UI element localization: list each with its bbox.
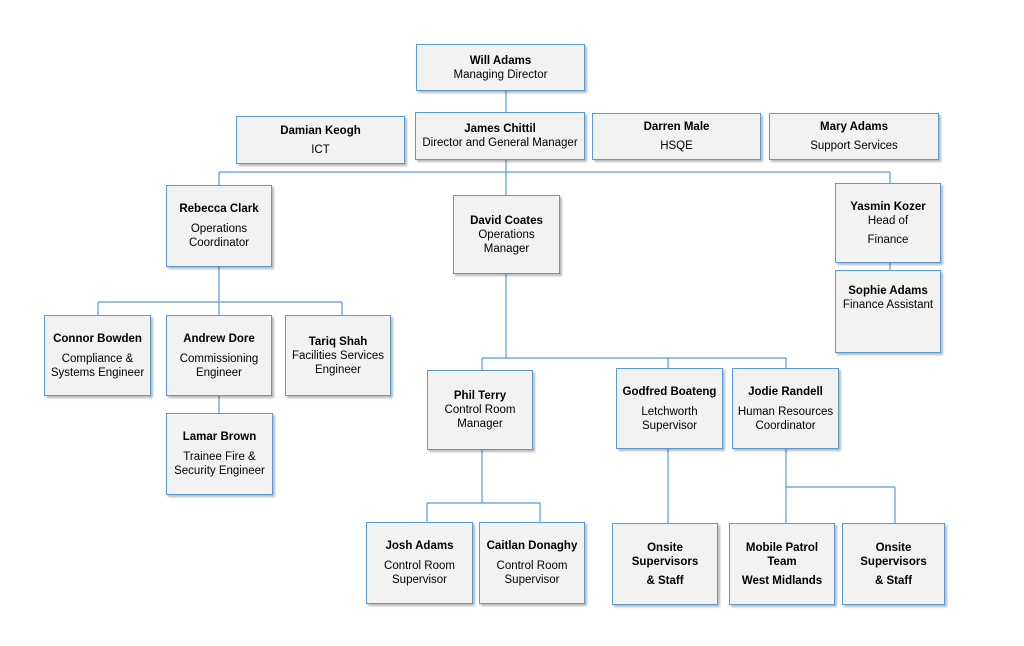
node-title-line-1: Commissioning <box>179 352 259 365</box>
node-title: Managing Director <box>453 68 548 81</box>
node-title-line-1: Control Room <box>496 560 568 572</box>
node-name: Darren Male <box>643 121 710 133</box>
org-node-connor-bowden: Connor Bowden Compliance & Systems Engin… <box>44 315 151 396</box>
org-node-james-chittil: James Chittil Director and General Manag… <box>415 112 585 160</box>
node-name: Yasmin Kozer <box>850 200 926 213</box>
node-title-line-2: Engineer <box>314 363 362 376</box>
org-node-darren-male: Darren Male HSQE <box>592 113 761 160</box>
org-node-onsite-supervisors-hr: Onsite Supervisors & Staff <box>842 523 945 605</box>
node-title-line-2: Manager <box>483 242 530 255</box>
node-title-line-1: Head of <box>867 214 909 227</box>
node-title-line-1: Human Resources <box>737 405 834 418</box>
org-node-will-adams: Will Adams Managing Director <box>416 44 585 91</box>
node-name: Lamar Brown <box>182 431 257 443</box>
node-name: Mobile Patrol <box>745 541 819 554</box>
node-name: Connor Bowden <box>53 332 142 345</box>
org-node-yasmin-kozer: Yasmin Kozer Head of Finance <box>835 183 941 263</box>
node-name: Godfred Boateng <box>622 385 717 398</box>
node-name: Jodie Randell <box>748 385 823 398</box>
org-node-andrew-dore: Andrew Dore Commissioning Engineer <box>166 315 272 396</box>
node-name: David Coates <box>470 214 543 227</box>
node-title-line-2: Supervisor <box>392 574 447 586</box>
node-title-line-1: Compliance & <box>61 352 134 365</box>
node-title-line-2: & Staff <box>646 574 684 587</box>
node-name: James Chittil <box>464 123 536 135</box>
node-title-line-1: Operations <box>190 223 248 235</box>
node-title: Finance Assistant <box>842 299 934 311</box>
node-name: Phil Terry <box>453 390 507 402</box>
node-title-line-2: & Staff <box>874 574 913 587</box>
org-node-caitlan-donaghy: Caitlan Donaghy Control Room Supervisor <box>479 522 585 604</box>
node-name: Josh Adams <box>385 540 454 552</box>
org-node-tariq-shah: Tariq Shah Facilities Services Engineer <box>285 315 391 396</box>
org-node-lamar-brown: Lamar Brown Trainee Fire & Security Engi… <box>166 413 273 495</box>
org-node-sophie-adams: Sophie Adams Finance Assistant <box>835 270 941 353</box>
node-title-line-1: Supervisors <box>631 555 699 568</box>
node-name: Mary Adams <box>820 121 888 133</box>
node-title-line-2: Supervisor <box>642 419 697 432</box>
org-node-mobile-patrol-team: Mobile Patrol Team West Midlands <box>729 523 835 605</box>
node-title: Support Services <box>810 140 898 152</box>
node-title: ICT <box>311 143 330 156</box>
node-name: Onsite <box>647 541 683 554</box>
node-name: Tariq Shah <box>308 335 368 348</box>
node-title-line-1: Team <box>767 555 797 568</box>
node-title-line-1: Facilities Services <box>291 349 385 362</box>
node-name: Sophie Adams <box>848 285 928 297</box>
node-name: Onsite <box>875 541 912 554</box>
org-node-damian-keogh: Damian Keogh ICT <box>236 116 405 164</box>
node-title-line-2: Coordinator <box>755 419 816 432</box>
node-name: Will Adams <box>469 54 532 67</box>
node-title: HSQE <box>660 140 693 152</box>
node-name: Caitlan Donaghy <box>486 540 578 552</box>
node-title: Director and General Manager <box>422 137 578 149</box>
node-title-line-2: Coordinator <box>188 237 250 249</box>
org-node-mary-adams: Mary Adams Support Services <box>769 113 939 160</box>
node-title-line-2: Finance <box>867 233 909 246</box>
node-title-line-1: Control Room <box>444 404 516 416</box>
node-name: Andrew Dore <box>183 332 255 345</box>
node-title-line-2: Security Engineer <box>174 465 265 477</box>
node-title-line-2: West Midlands <box>741 574 823 587</box>
node-name: Damian Keogh <box>280 124 361 137</box>
org-node-jodie-randell: Jodie Randell Human Resources Coordinato… <box>732 368 839 449</box>
node-title-line-1: Letchworth <box>641 405 698 418</box>
org-node-onsite-supervisors-letchworth: Onsite Supervisors & Staff <box>612 523 718 605</box>
node-title-line-2: Systems Engineer <box>50 366 145 379</box>
org-node-rebecca-clark: Rebecca Clark Operations Coordinator <box>166 185 272 267</box>
org-node-phil-terry: Phil Terry Control Room Manager <box>427 370 533 450</box>
org-node-godfred-boateng: Godfred Boateng Letchworth Supervisor <box>616 368 723 449</box>
node-title-line-1: Operations <box>478 228 535 241</box>
node-title-line-2: Supervisor <box>504 574 560 586</box>
node-title-line-2: Manager <box>457 418 503 430</box>
org-node-josh-adams: Josh Adams Control Room Supervisor <box>366 522 473 604</box>
node-title-line-1: Control Room <box>384 560 455 572</box>
node-title-line-1: Supervisors <box>860 555 927 568</box>
node-title-line-1: Trainee Fire & <box>183 451 256 463</box>
org-node-david-coates: David Coates Operations Manager <box>453 195 560 274</box>
node-title-line-2: Engineer <box>195 366 243 379</box>
node-name: Rebecca Clark <box>179 203 259 215</box>
